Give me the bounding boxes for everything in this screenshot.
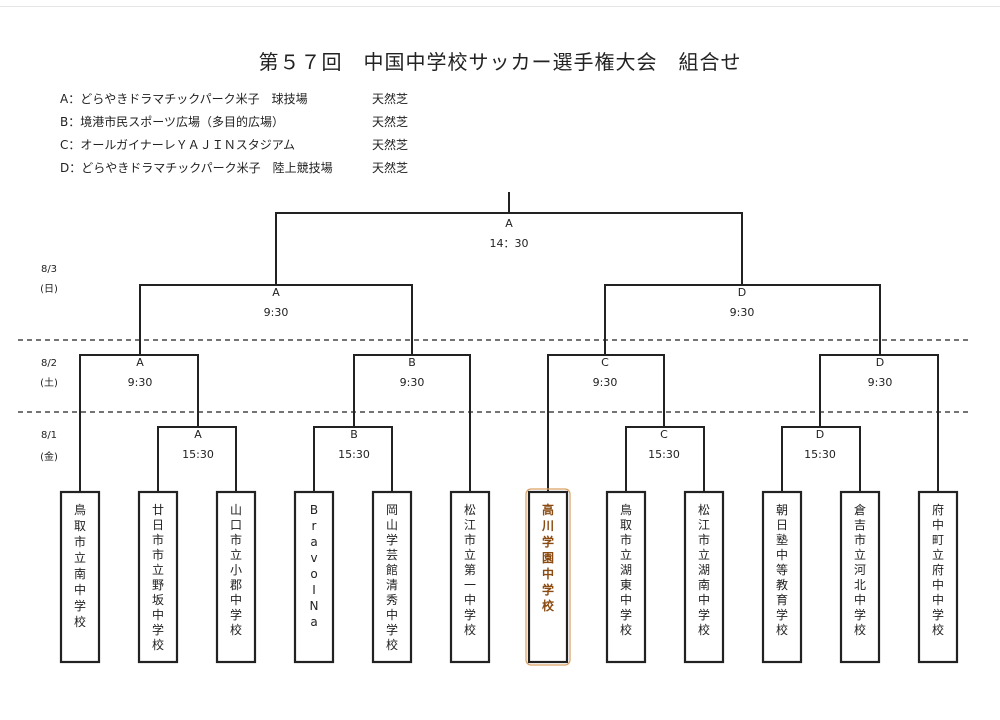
match-venue: D — [876, 356, 884, 369]
team-name: 朝日塾中等教育学校 — [776, 503, 788, 637]
match-venue: A — [136, 356, 144, 369]
weekday-label: (日) — [40, 284, 58, 295]
match-venue: C — [601, 356, 609, 369]
team-frame — [683, 490, 725, 664]
team-box: 廿日市市立野坂中学校 — [137, 490, 179, 664]
team-name: 岡山学芸館清秀中学校 — [386, 503, 398, 652]
venue-surface: 天然芝 — [372, 92, 409, 106]
match-time: 15:30 — [338, 448, 370, 461]
team-frame — [839, 490, 881, 664]
match-time: 15:30 — [804, 448, 836, 461]
match-time: 9:30 — [128, 376, 153, 389]
team-frame — [605, 490, 647, 664]
match-time: 9:30 — [868, 376, 893, 389]
team-box: 高川学園中学校 — [525, 488, 571, 666]
highlight-frame — [525, 488, 571, 666]
match-venue: A — [272, 286, 280, 299]
team-box: 府中町立府中中学校 — [917, 490, 959, 664]
team-name: 高川学園中学校 — [541, 502, 555, 613]
team-name: 松江市立第一中学校 — [464, 503, 476, 637]
team-name: 鳥取市立湖東中学校 — [620, 502, 632, 637]
match-venue: D — [816, 428, 824, 441]
page-title: 第５７回 中国中学校サッカー選手権大会 組合せ — [258, 50, 742, 74]
team-name: 鳥取市立南中学校 — [74, 502, 86, 629]
venue-surface: 天然芝 — [372, 115, 409, 129]
match-time: 15:30 — [182, 448, 214, 461]
match-time: 15:30 — [648, 448, 680, 461]
venue-surface: 天然芝 — [372, 138, 409, 152]
team-box: 朝日塾中等教育学校 — [761, 490, 803, 664]
team-name: 山口市立小郡中学校 — [230, 503, 242, 637]
top-divider — [0, 6, 1000, 7]
weekday-label: (土) — [40, 376, 58, 389]
team-frame — [527, 490, 569, 664]
team-name: 倉吉市立河北中学校 — [854, 502, 866, 637]
match-venue: A — [505, 217, 513, 230]
team-name: 廿日市市立野坂中学校 — [152, 503, 164, 652]
match-time: 9:30 — [593, 376, 618, 389]
team-name: 松江市立湖南中学校 — [698, 503, 710, 637]
team-frame — [137, 490, 179, 664]
match-time: 14：30 — [490, 237, 529, 250]
team-box: 鳥取市立湖東中学校 — [605, 490, 647, 664]
venue-name: A：どらやきドラマチックパーク米子 球技場 — [60, 92, 308, 106]
venue-name: B：境港市民スポーツ広場（多目的広場） — [60, 115, 284, 129]
date-label: 8/2 — [41, 358, 57, 369]
team-box: 松江市立湖南中学校 — [683, 490, 725, 664]
team-frame — [59, 490, 101, 664]
venue-name: C：オールガイナーレＹＡＪＩＮスタジアム — [60, 138, 295, 152]
match-venue: C — [660, 428, 668, 441]
venue-surface: 天然芝 — [372, 161, 409, 175]
match-time: 9:30 — [400, 376, 425, 389]
team-box: 山口市立小郡中学校 — [215, 490, 257, 664]
match-venue: A — [194, 428, 202, 441]
team-box: 松江市立第一中学校 — [449, 490, 491, 664]
weekday-label: (金) — [40, 450, 58, 463]
match-venue: D — [738, 286, 746, 299]
team-frame — [761, 490, 803, 664]
match-venue: B — [408, 356, 416, 369]
team-name: 府中町立府中中学校 — [932, 502, 944, 637]
date-label: 8/1 — [41, 430, 57, 441]
team-frame — [371, 490, 413, 664]
team-frame — [917, 490, 959, 664]
match-venue: B — [350, 428, 358, 441]
match-time: 9:30 — [264, 306, 289, 319]
team-box: 岡山学芸館清秀中学校 — [371, 490, 413, 664]
match-time: 9:30 — [730, 306, 755, 319]
venue-name: D：どらやきドラマチックパーク米子 陸上競技場 — [60, 161, 333, 175]
team-frame — [449, 490, 491, 664]
team-box: 倉吉市立河北中学校 — [839, 490, 881, 664]
team-box: 鳥取市立南中学校 — [59, 490, 101, 664]
date-label: 8/3 — [41, 264, 57, 275]
team-frame — [293, 490, 335, 664]
team-frame — [215, 490, 257, 664]
